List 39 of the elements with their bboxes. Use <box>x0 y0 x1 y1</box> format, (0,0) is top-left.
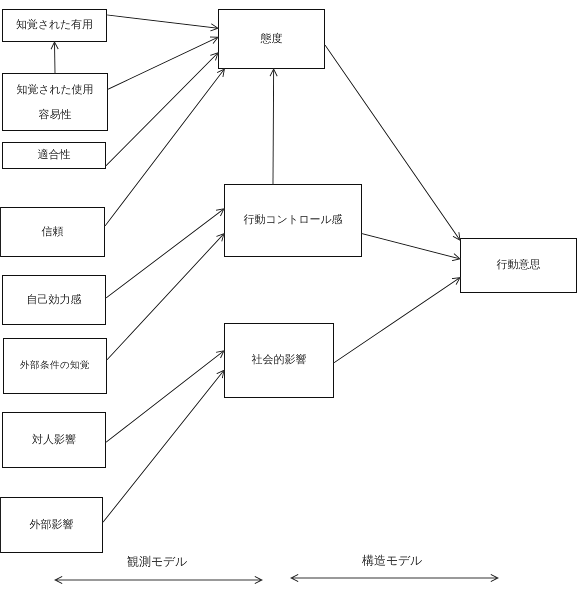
construct-label: 知覚された有用 <box>16 18 93 33</box>
construct-box <box>460 238 577 293</box>
arrow <box>106 350 224 443</box>
construct-box <box>2 142 106 169</box>
construct-box <box>2 412 106 468</box>
construct-label: 態度 <box>260 32 282 46</box>
arrow <box>106 14 218 32</box>
construct-label: 知覚された使用容易性 <box>15 82 94 123</box>
construct-label: 外部条件の知覚 <box>20 360 90 372</box>
construct-box <box>2 275 106 325</box>
construct-box <box>218 9 325 69</box>
arrow <box>108 36 218 90</box>
construct-box <box>224 184 362 257</box>
section-label: 構造モデル <box>362 552 422 570</box>
arrow <box>334 277 460 364</box>
construct-label: 自己効力感 <box>26 292 82 308</box>
construct-label: 行動意思 <box>496 258 540 273</box>
construct-box <box>224 323 334 398</box>
arrow <box>106 52 218 166</box>
arrow <box>104 68 225 226</box>
construct-box <box>2 73 108 131</box>
section-label: 観測モデル <box>127 554 187 570</box>
construct-box <box>0 497 103 553</box>
construct-label: 適合性 <box>38 148 70 163</box>
arrow <box>106 233 224 360</box>
construct-label: 外部影響 <box>30 518 74 532</box>
construct-box <box>2 9 107 42</box>
construct-label: 信頼 <box>42 224 64 240</box>
arrow <box>106 208 224 298</box>
arrow <box>362 233 460 262</box>
arrow <box>270 68 278 184</box>
construct-label: 社会的影響 <box>252 353 306 368</box>
construct-label: 行動コントロール感 <box>244 213 342 228</box>
arrow <box>50 42 59 74</box>
construct-box <box>0 207 105 257</box>
construct-label: 対人影響 <box>32 432 76 448</box>
arrow <box>324 44 460 241</box>
construct-box <box>3 338 107 394</box>
arrow <box>102 370 224 523</box>
